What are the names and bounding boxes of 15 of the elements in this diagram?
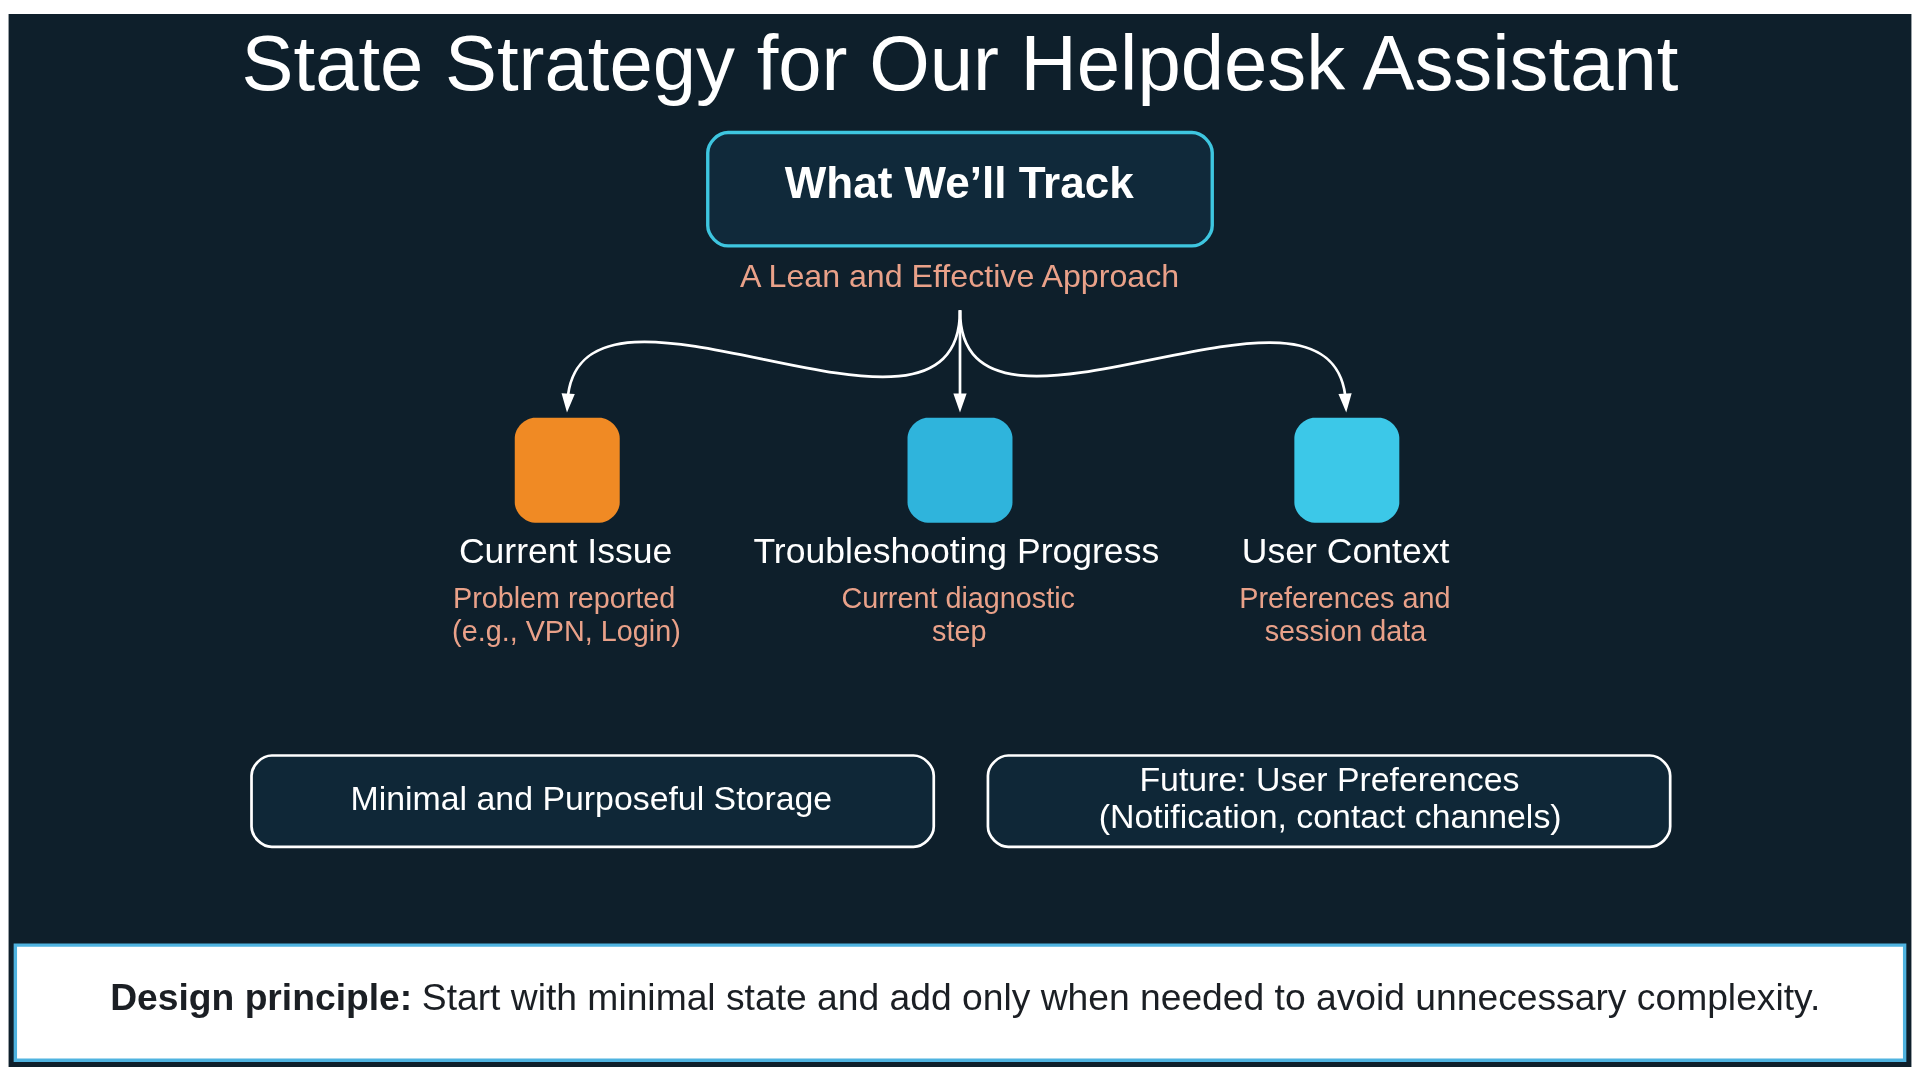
node-box <box>514 417 620 523</box>
node-label: Problem reported (e.g., VPN, Login) <box>452 581 681 647</box>
node-label: Troubleshooting Progress <box>753 530 1160 571</box>
node-box: Future: User Preferences (Notification, contact channels) <box>986 753 1672 848</box>
node-box: Minimal and Purposeful Storage <box>250 753 936 848</box>
node-box <box>907 417 1013 523</box>
node-label: User Context <box>1241 530 1450 571</box>
arrow <box>958 309 1352 413</box>
node-label: Current diagnostic step <box>841 581 1075 647</box>
node-box: Design principle: Start with minimal state and add only when needed to avoid unnecessary complexity. <box>13 942 1907 1062</box>
node-label: Preferences and session data <box>1239 581 1451 647</box>
diagram-title: State Strategy for Our Helpdesk Assistant <box>241 19 1679 107</box>
node-box <box>1294 417 1400 523</box>
node-label: Current Issue <box>458 530 673 571</box>
node-label: A Lean and Effective Approach <box>739 257 1180 294</box>
